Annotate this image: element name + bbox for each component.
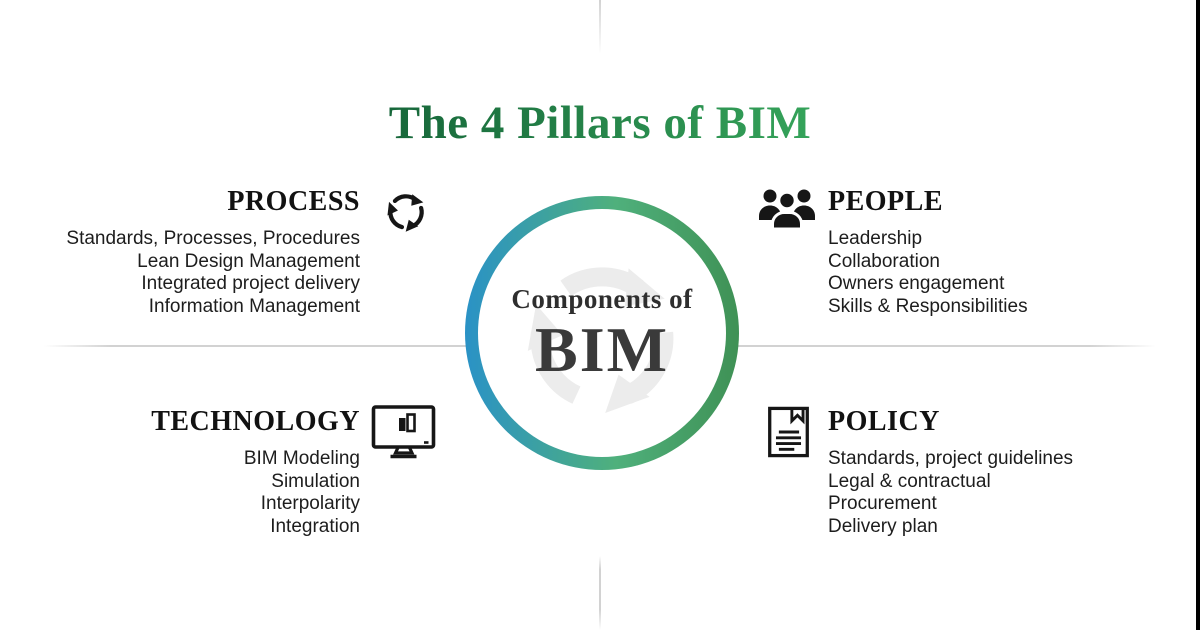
list-item: Owners engagement xyxy=(828,273,1005,295)
policy-heading: POLICY xyxy=(828,406,940,437)
cycle-arrows-watermark-icon xyxy=(507,244,697,434)
list-item: Simulation xyxy=(271,470,360,492)
list-item: Standards, project guidelines xyxy=(828,448,1074,469)
list-item: Integration xyxy=(270,515,360,537)
list-item: Collaboration xyxy=(828,250,940,272)
list-item: BIM Modeling xyxy=(243,448,360,469)
technology-heading: TECHNOLOGY xyxy=(151,406,360,437)
center-label-line1: Components of xyxy=(511,283,693,314)
list-item: Legal & contractual xyxy=(828,470,991,492)
quadrant-people: PEOPLE Leadership Collaboration Owners e… xyxy=(828,184,1028,318)
policy-list: Standards, project guidelines Legal & co… xyxy=(828,448,1073,538)
people-list: Leadership Collaboration Owners engageme… xyxy=(828,228,1028,318)
quadrant-process: PROCESS Standards, Processes, Procedures… xyxy=(66,184,360,318)
list-item: Information Management xyxy=(148,295,360,317)
list-item: Lean Design Management xyxy=(137,250,360,272)
process-list: Standards, Processes, Procedures Lean De… xyxy=(66,228,360,318)
monitor-chart-icon xyxy=(371,404,437,462)
list-item: Skills & Responsibilities xyxy=(828,295,1028,317)
process-heading: PROCESS xyxy=(227,186,360,217)
quadrant-technology: TECHNOLOGY BIM Modeling Simulation Inter… xyxy=(151,404,360,538)
divider-vertical-top xyxy=(599,0,601,54)
document-bookmark-icon xyxy=(767,406,810,458)
list-item: Interpolarity xyxy=(260,493,360,515)
list-item: Procurement xyxy=(828,493,937,515)
page-title: The 4 Pillars of BIM xyxy=(388,97,812,150)
list-item: Standards, Processes, Procedures xyxy=(66,228,360,249)
list-item: Integrated project delivery xyxy=(141,273,360,295)
quadrant-policy: POLICY Standards, project guidelines Leg… xyxy=(828,404,1073,538)
cycle-arrows-icon xyxy=(377,187,435,237)
list-item: Leadership xyxy=(828,228,923,249)
people-heading: PEOPLE xyxy=(828,186,944,217)
right-edge-bar xyxy=(1196,0,1200,630)
center-circle-ring: Components of BIM xyxy=(465,196,739,470)
center-label-line2: BIM xyxy=(535,313,669,385)
divider-vertical-bottom xyxy=(599,556,601,630)
center-circle: Components of BIM xyxy=(478,209,726,457)
people-group-icon xyxy=(758,186,816,232)
technology-list: BIM Modeling Simulation Interpolarity In… xyxy=(151,448,360,538)
list-item: Delivery plan xyxy=(828,515,938,537)
